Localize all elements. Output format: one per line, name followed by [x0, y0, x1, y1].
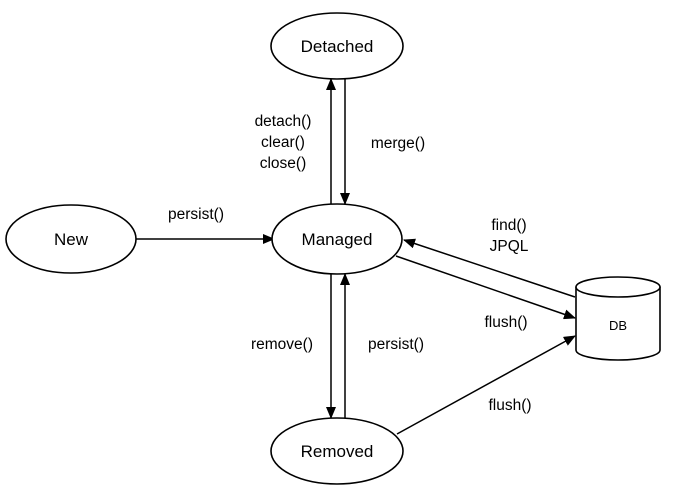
db-cylinder-body [575, 287, 661, 361]
node-removed [270, 417, 404, 485]
node-managed-label: Managed [302, 230, 373, 249]
db-cylinder-top [575, 276, 661, 298]
arrow-managed-to-db [395, 255, 576, 320]
label-find: find() [491, 217, 526, 234]
label-jpql: JPQL [490, 238, 529, 255]
arrow-removed-to-db [396, 335, 576, 435]
label-close: close() [260, 155, 307, 172]
node-managed [271, 203, 403, 275]
node-new [5, 204, 137, 274]
label-persist-removed: persist() [368, 336, 424, 353]
label-flush-removed: flush() [488, 397, 531, 414]
node-new-label: New [54, 230, 89, 249]
arrow-db-to-managed [403, 238, 576, 298]
node-detached-label: Detached [301, 37, 374, 56]
node-detached [270, 12, 404, 80]
node-removed-label: Removed [301, 442, 374, 461]
node-db: DB [575, 276, 661, 361]
label-merge: merge() [371, 135, 425, 152]
node-db-label: DB [609, 318, 627, 333]
label-detach: detach() [255, 113, 312, 130]
label-flush-managed: flush() [484, 314, 527, 331]
label-persist-new: persist() [168, 206, 224, 223]
label-clear: clear() [261, 134, 305, 151]
label-remove: remove() [251, 336, 313, 353]
